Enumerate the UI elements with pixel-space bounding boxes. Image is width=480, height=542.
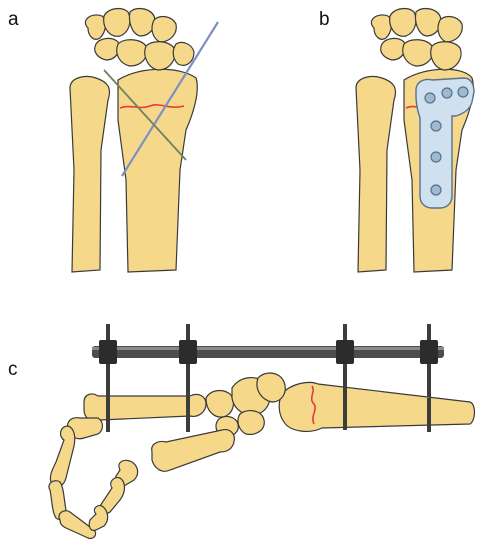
ulna-bone-a [70, 76, 110, 272]
carpal-bones-b [371, 9, 462, 70]
carpal-bones-a [85, 9, 194, 70]
ulna-bone-b [356, 76, 396, 272]
panel-a-illustration [70, 9, 218, 272]
panel-c-illustration [49, 324, 475, 538]
hand-bones-c [49, 373, 475, 538]
panel-b-illustration [356, 9, 474, 272]
